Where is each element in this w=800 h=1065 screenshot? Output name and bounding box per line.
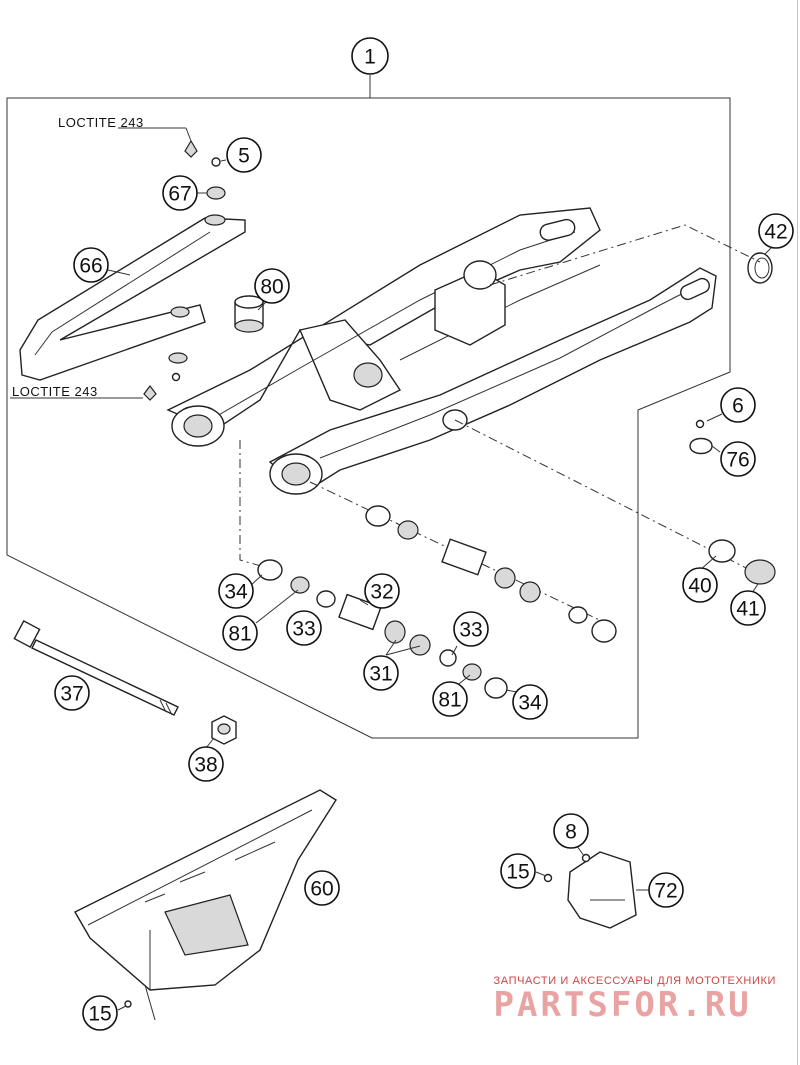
svg-text:33: 33 — [459, 619, 482, 642]
axis-line-top — [489, 224, 761, 286]
svg-text:76: 76 — [726, 449, 749, 472]
callout-60: 60 — [304, 870, 340, 906]
svg-text:38: 38 — [194, 754, 217, 777]
small-hardware — [143, 139, 226, 401]
bearing-set — [257, 505, 776, 699]
svg-text:33: 33 — [292, 618, 315, 641]
ring-42 — [747, 252, 773, 284]
swingarm — [166, 207, 717, 495]
svg-text:37: 37 — [60, 683, 83, 706]
callout-6: 6 — [720, 387, 756, 423]
callout-15-left: 15 — [82, 995, 118, 1031]
svg-text:42: 42 — [764, 221, 787, 244]
svg-text:81: 81 — [438, 689, 461, 712]
callout-33-left: 33 — [286, 610, 322, 646]
svg-text:5: 5 — [238, 145, 250, 168]
callout-72: 72 — [648, 872, 684, 908]
callout-1: 1 — [351, 37, 389, 75]
callout-5: 5 — [226, 137, 262, 173]
axle-bolt — [13, 619, 179, 716]
svg-text:31: 31 — [369, 663, 392, 686]
svg-text:6: 6 — [732, 395, 744, 418]
callout-67: 67 — [162, 175, 198, 211]
svg-text:1: 1 — [364, 46, 376, 69]
svg-text:41: 41 — [736, 598, 759, 621]
leader-lines — [10, 75, 774, 1011]
svg-text:72: 72 — [654, 880, 677, 903]
callout-34-right: 34 — [512, 684, 548, 720]
callout-37: 37 — [54, 675, 90, 711]
chain-guard — [74, 789, 337, 1021]
callout-8: 8 — [553, 813, 589, 849]
callout-32: 32 — [364, 573, 400, 609]
callout-80: 80 — [254, 268, 290, 304]
svg-text:81: 81 — [228, 623, 251, 646]
callout-76: 76 — [720, 441, 756, 477]
watermark: ЗАПЧАСТИ И АКСЕССУАРЫ ДЛЯ МОТОТЕХНИКИ PA… — [494, 975, 776, 1025]
callout-38: 38 — [188, 746, 224, 782]
callout-40: 40 — [682, 567, 718, 603]
chain-guide-block — [543, 851, 637, 929]
callout-81-left: 81 — [222, 615, 258, 651]
callout-66: 66 — [73, 247, 109, 283]
callout-15-right: 15 — [500, 853, 536, 889]
watermark-caption: ЗАПЧАСТИ И АКСЕССУАРЫ ДЛЯ МОТОТЕХНИКИ — [493, 975, 776, 987]
svg-text:8: 8 — [565, 821, 577, 844]
svg-text:40: 40 — [688, 575, 711, 598]
svg-text:34: 34 — [518, 692, 542, 715]
loctite-label-top: LOCTITE 243 — [58, 115, 144, 130]
svg-text:32: 32 — [370, 581, 393, 604]
svg-text:15: 15 — [506, 861, 529, 884]
callout-41: 41 — [730, 590, 766, 626]
page-edge-line — [797, 0, 798, 1065]
axle-nut — [211, 715, 237, 745]
svg-text:67: 67 — [168, 183, 191, 206]
callout-42: 42 — [758, 213, 794, 249]
callout-33-right: 33 — [453, 611, 489, 647]
svg-text:66: 66 — [79, 255, 102, 278]
callout-81-right: 81 — [432, 681, 468, 717]
bushing-80 — [234, 295, 264, 333]
callout-34-left: 34 — [218, 573, 254, 609]
svg-text:80: 80 — [260, 276, 283, 299]
svg-text:34: 34 — [224, 581, 248, 604]
axis-line-left — [239, 440, 276, 571]
loctite-label-left: LOCTITE 243 — [12, 384, 98, 399]
assembly-outline — [6, 95, 731, 739]
clip-76 — [689, 419, 713, 455]
callout-31: 31 — [363, 655, 399, 691]
chain-slider — [19, 214, 246, 381]
watermark-brand: PARTSFOR.RU — [493, 985, 752, 1025]
svg-text:60: 60 — [310, 878, 333, 901]
svg-text:15: 15 — [88, 1003, 111, 1026]
